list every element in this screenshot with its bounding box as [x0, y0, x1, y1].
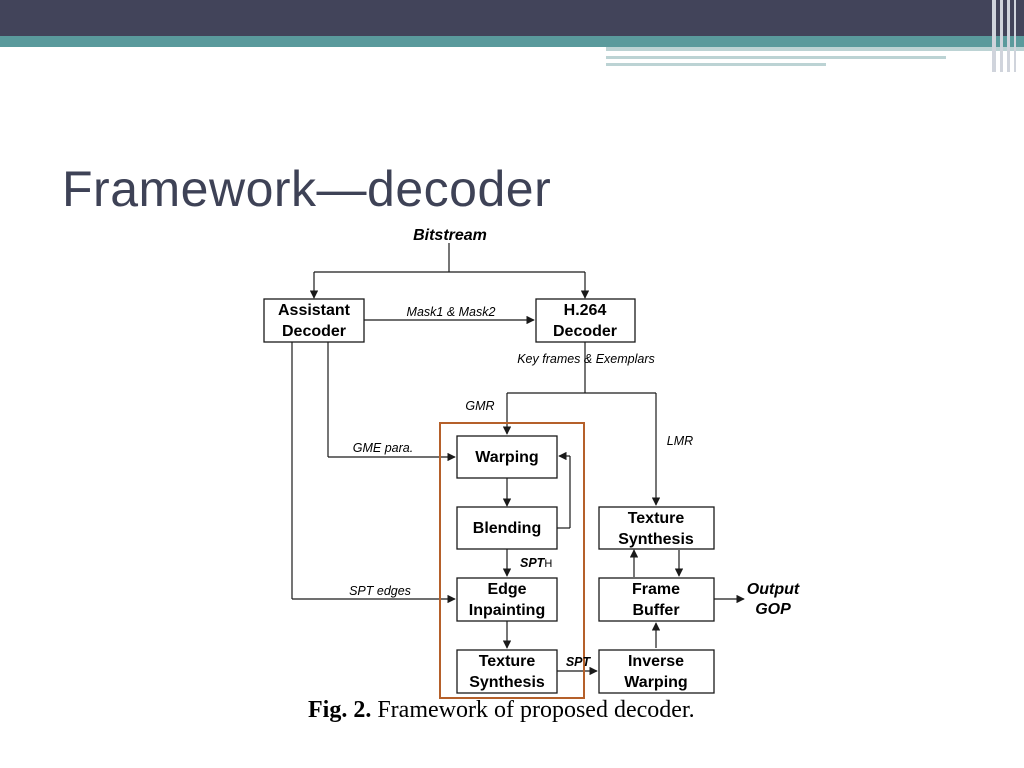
- h264-decoder-box: H.264 Decoder: [535, 298, 636, 343]
- svg-text:Synthesis: Synthesis: [618, 531, 694, 548]
- slide-title: Framework—decoder: [62, 161, 552, 217]
- spt-edges-label: SPT edges: [349, 584, 411, 598]
- svg-text:GOP: GOP: [755, 601, 791, 618]
- svg-text:Decoder: Decoder: [553, 323, 617, 340]
- svg-text:Inpainting: Inpainting: [469, 602, 545, 619]
- svg-text:Frame: Frame: [632, 581, 680, 598]
- figure-caption: Fig. 2. Framework of proposed decoder.: [308, 697, 695, 724]
- spt-label: SPT: [566, 655, 592, 669]
- assistant-decoder-box: Assistant Decoder: [263, 298, 365, 343]
- spt-h-label: SPTH: [520, 556, 552, 570]
- texture-synthesis-left-box: Texture Synthesis: [456, 649, 558, 694]
- svg-text:H.264: H.264: [564, 302, 607, 319]
- warping-box: Warping: [456, 435, 558, 479]
- inverse-warping-box: Inverse Warping: [598, 649, 715, 694]
- svg-text:Output: Output: [747, 581, 800, 598]
- caption-text: Framework of proposed decoder.: [371, 697, 695, 723]
- connectors: [291, 243, 745, 676]
- highlight-frame: [439, 422, 585, 699]
- svg-text:Texture: Texture: [479, 653, 536, 670]
- lmr-label: LMR: [667, 434, 693, 448]
- svg-text:Synthesis: Synthesis: [469, 674, 545, 691]
- bitstream-label: Bitstream: [413, 227, 487, 244]
- gmr-label: GMR: [465, 399, 494, 413]
- svg-text:Edge: Edge: [487, 581, 526, 598]
- spt-h-main: SPT: [520, 556, 546, 570]
- frame-buffer-box: Frame Buffer: [598, 577, 715, 622]
- blending-box: Blending: [456, 506, 558, 550]
- caption-figure-number: Fig. 2.: [308, 697, 372, 723]
- key-frames-label: Key frames & Exemplars: [517, 352, 655, 366]
- svg-text:Blending: Blending: [473, 520, 541, 537]
- svg-text:Texture: Texture: [628, 510, 685, 527]
- output-gop-label: Output GOP: [747, 581, 800, 618]
- svg-text:Buffer: Buffer: [632, 602, 679, 619]
- svg-text:Warping: Warping: [624, 674, 687, 691]
- svg-text:Assistant: Assistant: [278, 302, 351, 319]
- gme-para-label: GME para.: [353, 441, 413, 455]
- slide-header-bar: [0, 0, 1024, 72]
- svg-text:Decoder: Decoder: [282, 323, 346, 340]
- spt-h-subscript: H: [544, 558, 552, 570]
- mask-label: Mask1 & Mask2: [407, 305, 496, 319]
- edge-inpainting-box: Edge Inpainting: [456, 577, 558, 622]
- texture-synthesis-right-box: Texture Synthesis: [598, 506, 715, 550]
- svg-text:Warping: Warping: [475, 449, 538, 466]
- svg-text:Inverse: Inverse: [628, 653, 684, 670]
